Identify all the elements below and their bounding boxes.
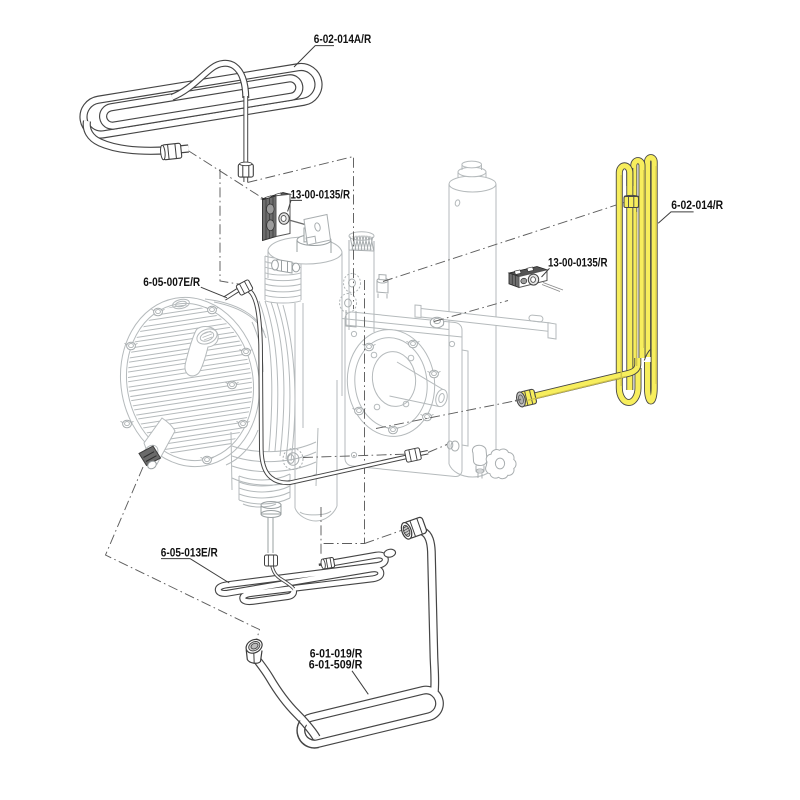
svg-text:6-01-509/R: 6-01-509/R bbox=[309, 658, 363, 672]
svg-text:6-02-014A/R: 6-02-014A/R bbox=[314, 32, 371, 46]
svg-text:6-05-007E/R: 6-05-007E/R bbox=[143, 275, 200, 289]
svg-text:13-00-0135/R: 13-00-0135/R bbox=[291, 187, 351, 201]
svg-text:6-01-019/R: 6-01-019/R bbox=[310, 646, 363, 660]
svg-text:13-00-0135/R: 13-00-0135/R bbox=[548, 255, 608, 269]
svg-text:6-02-014/R: 6-02-014/R bbox=[671, 198, 723, 212]
svg-text:6-05-013E/R: 6-05-013E/R bbox=[161, 545, 218, 559]
